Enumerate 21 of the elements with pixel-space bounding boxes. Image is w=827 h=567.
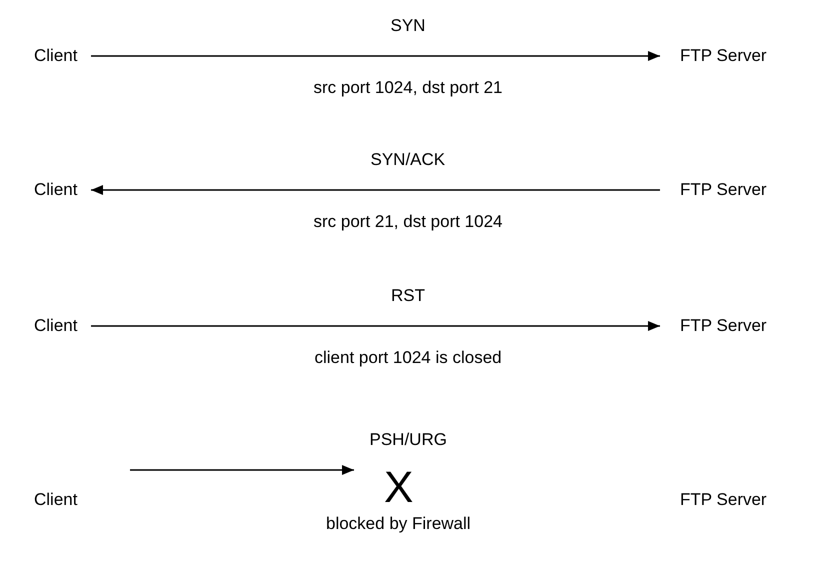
edge-label: SYN/ACK bbox=[370, 150, 446, 170]
port-note: client port 1024 is closed bbox=[314, 348, 502, 368]
port-note: src port 1024, dst port 21 bbox=[314, 78, 502, 98]
endpoint-label: FTP Server bbox=[680, 46, 767, 66]
note-text: blocked by Firewall bbox=[326, 514, 471, 534]
arrow bbox=[91, 185, 660, 195]
edge-label: RST bbox=[391, 286, 425, 306]
arrow bbox=[91, 321, 660, 331]
edge-label: PSH/URG bbox=[370, 430, 447, 450]
arrow bbox=[130, 465, 354, 475]
arrow bbox=[91, 51, 660, 61]
endpoint-label: Client bbox=[34, 490, 78, 510]
port-note: src port 21, dst port 1024 bbox=[314, 212, 502, 232]
endpoint-label: Client bbox=[34, 180, 78, 200]
endpoint-label: Client bbox=[34, 46, 78, 66]
endpoint-label: Client bbox=[34, 316, 78, 336]
endpoint-label: FTP Server bbox=[680, 180, 767, 200]
endpoint-label: FTP Server bbox=[680, 490, 767, 510]
edge-label: SYN bbox=[390, 16, 426, 36]
endpoint-label: FTP Server bbox=[680, 316, 767, 336]
blocked-mark: X bbox=[384, 466, 414, 510]
